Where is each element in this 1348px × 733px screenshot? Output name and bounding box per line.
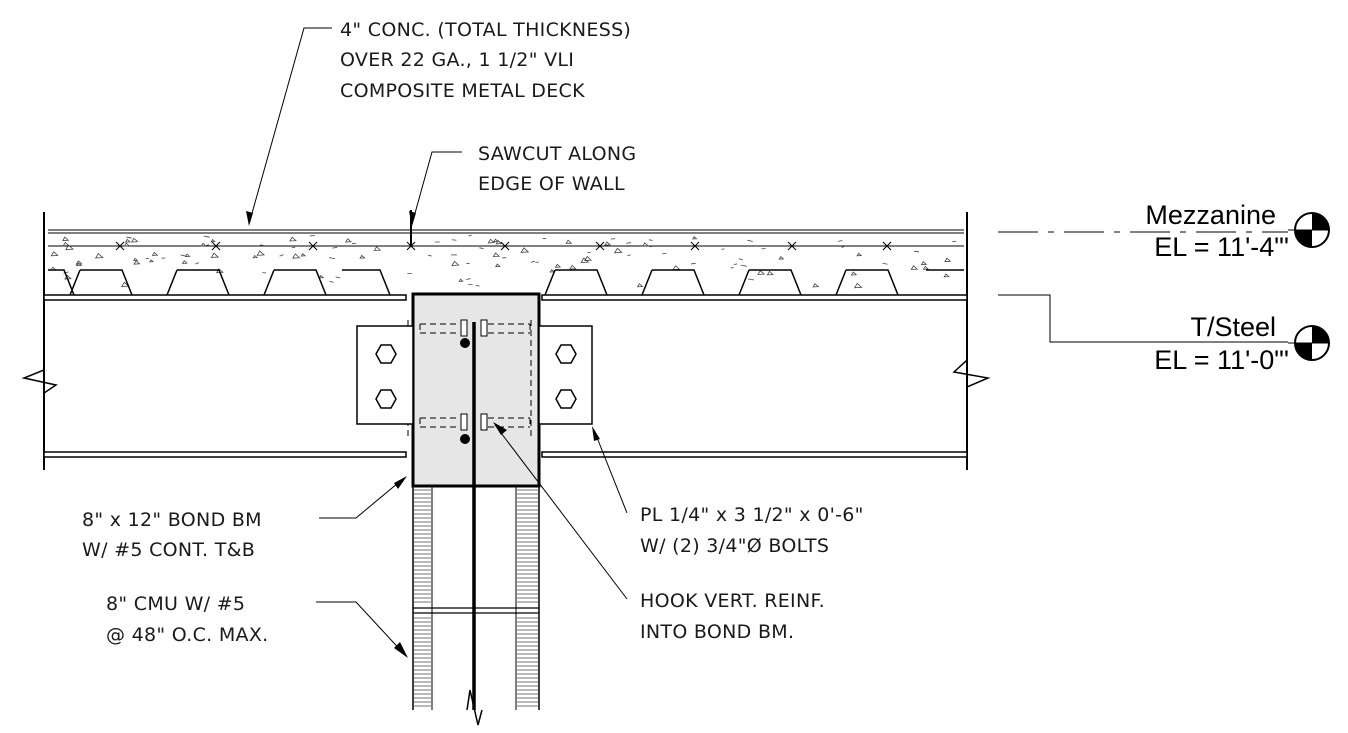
steel-beam-left — [21, 294, 407, 458]
cmu-face-shell-hatch — [414, 489, 538, 707]
level-elevation-tsteel: EL = 11'-0"' — [1154, 345, 1289, 375]
break-line-left — [21, 300, 58, 452]
concrete-stipple — [50, 234, 957, 289]
level-name-mezzanine: Mezzanine — [1145, 200, 1276, 230]
leader-arrowheads — [246, 211, 600, 658]
bond-beam-note: 8" x 12" BOND BM W/ #5 CONT. T&B — [82, 509, 268, 561]
leader-lines — [248, 27, 628, 656]
break-line-bottom — [466, 689, 483, 726]
level-name-tsteel: T/Steel — [1190, 312, 1276, 342]
plate-note: PL 1/4" x 3 1/2" x 0'-6" W/ (2) 3/4"Ø BO… — [640, 504, 870, 557]
steel-beam-right — [541, 294, 991, 458]
level-tsteel: T/Steel EL = 11'-0"' — [998, 294, 1330, 375]
connection-plate-right — [538, 325, 593, 425]
connection-plate-left — [356, 325, 414, 425]
bond-beam — [411, 292, 541, 488]
hook-note: HOOK VERT. REINF. INTO BOND BM. — [640, 590, 831, 643]
sawcut-note: SAWCUT ALONG EDGE OF WALL — [478, 143, 643, 195]
bond-beam-bar-top — [460, 338, 470, 348]
bond-beam-bar-bottom — [460, 434, 470, 444]
slab-note: 4" CONC. (TOTAL THICKNESS) OVER 22 GA., … — [340, 19, 638, 102]
level-mezzanine: Mezzanine EL = 11'-4"' — [998, 200, 1330, 262]
break-line-right — [952, 300, 991, 452]
concrete-slab — [43, 210, 968, 470]
level-elevation-mezzanine: EL = 11'-4"' — [1154, 232, 1289, 262]
cmu-note: 8" CMU W/ #5 @ 48" O.C. MAX. — [106, 593, 269, 646]
cmu-wall — [412, 486, 540, 710]
metal-deck-profile — [48, 269, 964, 296]
